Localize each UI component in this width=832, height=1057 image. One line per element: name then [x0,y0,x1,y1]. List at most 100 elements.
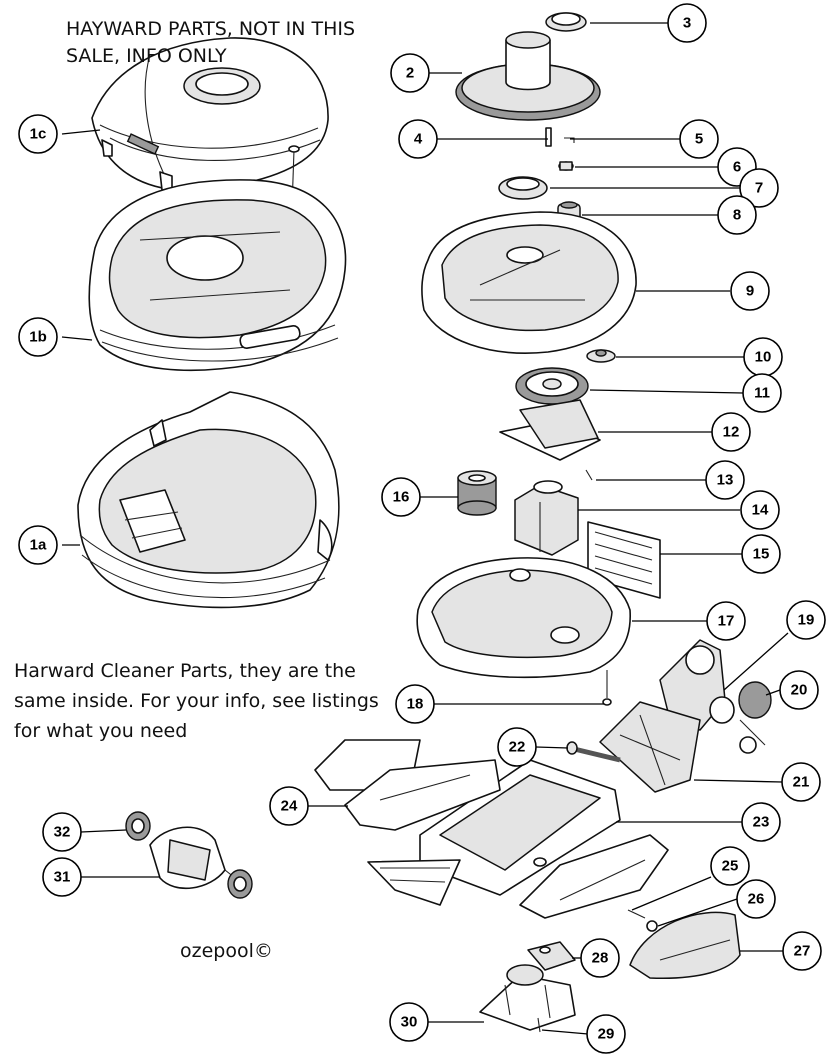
callout-23: 23 [741,802,781,842]
svg-text:4: 4 [414,131,423,148]
svg-text:16: 16 [393,489,410,506]
part-27-end-cover [629,911,741,979]
part-31-32-turbine [125,811,253,899]
callout-11: 11 [742,373,782,413]
svg-text:1c: 1c [30,126,47,143]
callout-19: 19 [786,600,826,640]
svg-text:1a: 1a [30,537,47,554]
part-29-screw [537,1017,541,1033]
part-25-screw [627,909,646,919]
part-5-clip [564,137,575,143]
svg-text:18: 18 [407,696,424,713]
part-4-pin [545,127,552,147]
svg-text:2: 2 [406,65,414,82]
part-24-side-pod [314,739,501,831]
callout-28: 28 [580,938,620,978]
svg-text:13: 13 [717,472,734,489]
callout-1c: 1c [18,114,58,154]
callout-8: 8 [717,195,757,235]
part-26-cap [646,920,658,932]
part-21-front-plate [599,701,701,793]
callout-9: 9 [730,271,770,311]
part-1b-frame [88,179,347,372]
callout-31: 31 [42,857,82,897]
part-1a-base-shell [77,391,340,609]
part-11-ring-gear [515,367,589,405]
svg-text:20: 20 [791,682,808,699]
part-16-roller [457,470,497,516]
callout-2: 2 [390,53,430,93]
part-13-screw [585,469,593,481]
callout-25: 25 [710,846,750,886]
part-2-drive-gear [455,31,601,121]
callout-22: 22 [497,727,537,767]
svg-text:28: 28 [592,950,609,967]
svg-text:22: 22 [509,739,526,756]
part-right-side-pod [519,834,669,919]
callout-15: 15 [741,534,781,574]
callout-26: 26 [736,879,776,919]
copyright-text: ozepool© [180,940,273,962]
svg-text:23: 23 [753,814,770,831]
svg-text:24: 24 [281,798,298,815]
callout-17: 17 [706,601,746,641]
svg-text:1b: 1b [29,329,47,346]
svg-text:27: 27 [794,943,811,960]
callout-3: 3 [667,3,707,43]
callout-24: 24 [269,786,309,826]
callout-30: 30 [389,1002,429,1042]
part-23-chassis [419,759,621,896]
callout-4: 4 [398,119,438,159]
callout-1b: 1b [18,317,58,357]
callout-27: 27 [782,931,822,971]
callout-7: 7 [739,168,779,208]
part-7-ring [498,176,548,200]
part-1c-top-cover [91,37,329,191]
callout-16: 16 [381,477,421,517]
part-6-bushing [558,161,574,171]
part-bottom-tray [367,859,461,906]
part-14-motor [514,480,579,556]
callout-29: 29 [586,1014,626,1054]
svg-text:25: 25 [722,858,739,875]
svg-text:32: 32 [54,824,71,841]
callout-20: 20 [779,670,819,710]
svg-text:31: 31 [54,869,71,886]
part-22-axle [566,741,621,763]
svg-text:19: 19 [798,612,815,629]
part-10-idler-gear [586,349,616,363]
info-note: Harward Cleaner Parts, they are the same… [14,660,379,742]
svg-text:9: 9 [746,283,754,300]
disclaimer-note: HAYWARD PARTS, NOT IN THIS SALE, INFO ON… [66,18,356,67]
svg-text:17: 17 [718,613,735,630]
svg-text:8: 8 [733,207,741,224]
svg-text:12: 12 [723,424,740,441]
svg-text:26: 26 [748,891,765,908]
part-18-screw [602,670,612,706]
leader-lines [61,22,789,1035]
svg-text:11: 11 [754,385,770,402]
part-30-intake [479,964,576,1031]
callout-1a: 1a [18,525,58,565]
part-3-pinion-gear [545,12,587,32]
callout-14: 14 [740,490,780,530]
callout-10: 10 [743,337,783,377]
part-17-lower-housing [416,557,631,679]
svg-text:6: 6 [733,159,741,176]
svg-text:30: 30 [401,1014,418,1031]
callout-21: 21 [781,762,821,802]
part-28-clip [527,941,576,971]
svg-text:14: 14 [752,502,769,519]
callout-12: 12 [711,412,751,452]
svg-text:21: 21 [793,774,810,791]
svg-text:7: 7 [755,180,763,197]
part-12-bracket [499,399,601,461]
part-19-20-wheel-assembly [659,639,772,754]
part-9-gear-housing [421,211,637,354]
callout-18: 18 [395,684,435,724]
callout-5: 5 [679,119,719,159]
callout-13: 13 [705,460,745,500]
svg-text:5: 5 [695,131,703,148]
svg-text:15: 15 [753,546,770,563]
